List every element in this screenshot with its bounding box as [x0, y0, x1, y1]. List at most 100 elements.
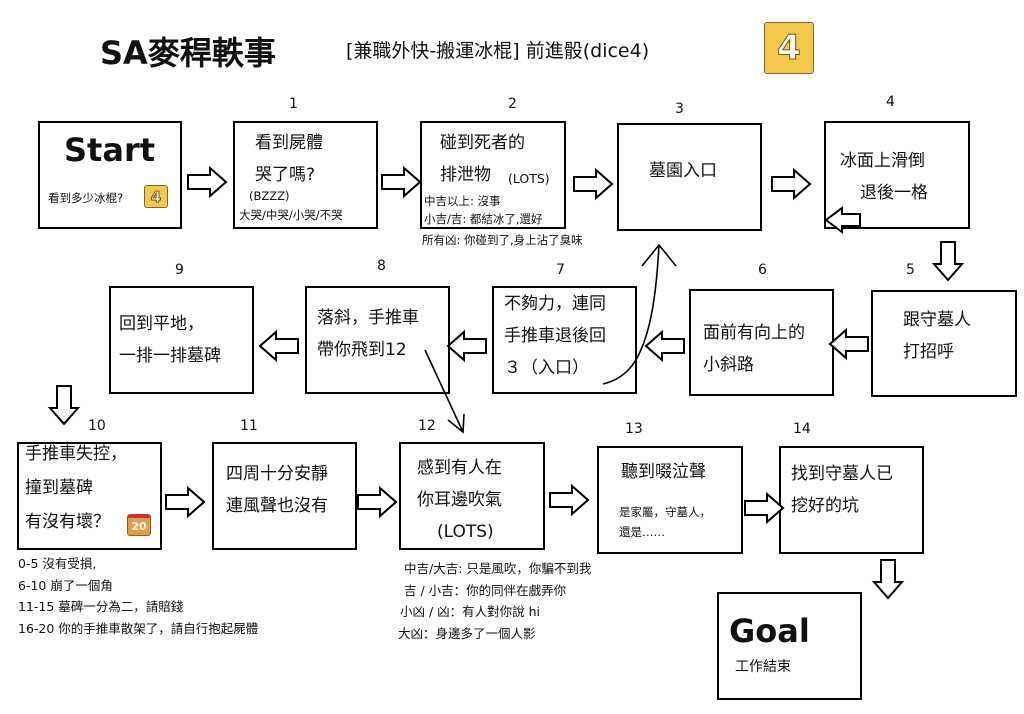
step-box-10: 手推車失控， 撞到墓碑 有沒有壞？ 20: [17, 442, 162, 550]
step-box-7: 不夠力，連同 手推車退後回 ３（入口）: [492, 286, 637, 394]
step-number: 13: [625, 421, 643, 437]
step-number: 7: [556, 262, 565, 278]
step-label: 落斜，手推車: [317, 308, 419, 328]
down-arrow-icon: [933, 241, 963, 281]
left-arrow-icon: [259, 331, 299, 361]
page-title: SA麥稈軼事: [100, 34, 276, 72]
goal-box: Goal 工作結束: [717, 592, 862, 700]
step-number: 14: [793, 421, 811, 437]
step-label: 跟守墓人: [903, 310, 971, 330]
step-12-notes: 中吉/大吉: 只是風吹，你騙不到我 吉 / 小吉：你的同伴在戲弄你 小凶 / 凶…: [398, 558, 591, 644]
step-label: 不夠力，連同: [504, 294, 606, 314]
step-label: 連風聲也沒有: [226, 496, 328, 516]
step-number: 11: [240, 418, 258, 434]
step-label: 手推車退後回: [504, 326, 606, 346]
step-number: 10: [88, 418, 106, 434]
step-sub: 還是……: [619, 525, 665, 539]
step-box-13: 聽到啜泣聲 是家屬，守墓人， 還是……: [597, 446, 743, 554]
down-arrow-icon: [49, 385, 79, 425]
step-note: 小吉/吉: 都結冰了,還好: [424, 212, 543, 226]
left-arrow-icon: [447, 331, 487, 361]
right-arrow-icon: [573, 169, 613, 199]
step-label: 撞到墓碑: [25, 478, 93, 498]
right-arrow-icon: [549, 485, 589, 515]
step-extra: 大哭/中哭/小哭/不哭: [239, 208, 343, 222]
step-box-3: 墓園入口: [617, 123, 762, 231]
step-box-14: 找到守墓人已 挖好的坑: [779, 446, 924, 554]
step-box-12: 感到有人在 你耳邊吹氣 (LOTS): [399, 442, 545, 550]
step-label: 打招呼: [903, 342, 954, 362]
step-number: 9: [175, 262, 184, 278]
step-box-9: 回到平地， 一排一排墓碑: [109, 286, 254, 394]
right-arrow-icon: [357, 487, 397, 517]
step-label: 聽到啜泣聲: [621, 462, 706, 482]
slip-back-arrow-icon: [824, 206, 861, 234]
step-label: (LOTS): [437, 522, 494, 542]
goal-title: Goal: [729, 612, 810, 650]
step-note: 0-5 沒有受損,: [18, 556, 97, 571]
step-label: 帶你飛到12: [317, 340, 407, 360]
goal-caption: 工作結束: [735, 659, 791, 675]
step-note: 6-10 崩了一個角: [18, 577, 113, 593]
step-number: 2: [508, 96, 517, 112]
step-number: 4: [886, 94, 895, 110]
step-box-2: 碰到死者的 排泄物 (LOTS) 中吉以上: 沒事 小吉/吉: 都結冰了,還好: [420, 121, 566, 229]
step-number: 8: [377, 258, 386, 274]
right-arrow-icon: [771, 169, 811, 199]
step-note: 所有凶: 你碰到了,身上沾了臭味: [422, 233, 583, 247]
start-title: Start: [64, 131, 156, 169]
step-label: 挖好的坑: [791, 496, 859, 516]
step-sub: 是家屬，守墓人，: [619, 505, 711, 519]
left-arrow-icon: [645, 331, 685, 361]
step-number: 12: [418, 418, 436, 434]
step-note: 小凶 / 凶：有人對你說 hi: [400, 604, 541, 619]
step-box-5: 跟守墓人 打招呼: [871, 290, 1017, 397]
step-box-8: 落斜，手推車 帶你飛到12: [305, 286, 450, 394]
step-number: 5: [906, 262, 915, 278]
step-note: 16-20 你的手推車散架了，請自行抱起屍體: [18, 620, 259, 636]
step-box-11: 四周十分安靜 連風聲也沒有: [212, 442, 357, 550]
step-number: 6: [758, 262, 767, 278]
step-box-4: 冰面上滑倒 退後一格: [824, 121, 970, 229]
left-arrow-icon: [829, 329, 869, 359]
step-label: 排泄物: [440, 165, 491, 185]
d20-dice-icon: 20: [127, 514, 151, 536]
back-to-3-arrow: [602, 243, 677, 385]
down-arrow-icon: [873, 559, 903, 599]
page-subtitle: [兼職外快-搬運冰棍] 前進骰(dice4): [346, 40, 650, 62]
step-label: ３（入口）: [504, 358, 589, 378]
step-number: 3: [675, 101, 684, 117]
step-label: 看到屍體: [255, 133, 323, 153]
step-label: 碰到死者的: [440, 133, 525, 153]
dice-icon: 4: [764, 22, 814, 74]
right-arrow-icon: [187, 167, 227, 197]
dice-icon: 4: [144, 185, 168, 208]
step-sub: (BZZZ): [249, 189, 290, 203]
right-arrow-icon: [744, 493, 784, 523]
step-label: 面前有向上的: [703, 323, 805, 343]
step-label: 找到守墓人已: [791, 464, 893, 484]
step-note: 大凶：身邊多了一個人影: [398, 625, 536, 641]
step-label: 哭了嗎?: [255, 165, 316, 185]
step-label: 墓園入口: [649, 161, 717, 181]
step-label: 手推車失控，: [25, 444, 127, 464]
step-sub: (LOTS): [508, 171, 550, 186]
step-label: 小斜路: [703, 355, 754, 375]
step-label: 四周十分安靜: [226, 464, 328, 484]
step-note: 中吉/大吉: 只是風吹，你騙不到我: [404, 561, 592, 576]
step-box-6: 面前有向上的 小斜路: [689, 289, 834, 396]
step-label: 有沒有壞？: [25, 512, 110, 532]
step-number: 1: [289, 96, 298, 112]
step-label: 感到有人在: [417, 458, 502, 478]
start-box: Start 看到多少冰棍? 4: [38, 121, 182, 229]
step-box-1: 看到屍體 哭了嗎? (BZZZ) 大哭/中哭/小哭/不哭: [233, 121, 378, 229]
step-note: 11-15 墓碑一分為二，請賠錢: [18, 599, 184, 614]
step-10-notes: 0-5 沒有受損, 6-10 崩了一個角 11-15 墓碑一分為二，請賠錢 16…: [18, 553, 258, 639]
fly-to-12-arrow: [424, 349, 465, 434]
step-label: 冰面上滑倒: [840, 151, 925, 171]
step-label: 回到平地，: [119, 314, 204, 334]
step-label: 一排一排墓碑: [119, 346, 221, 366]
step-note: 吉 / 小吉：你的同伴在戲弄你: [404, 582, 567, 598]
step-note: 中吉以上: 沒事: [424, 194, 501, 208]
